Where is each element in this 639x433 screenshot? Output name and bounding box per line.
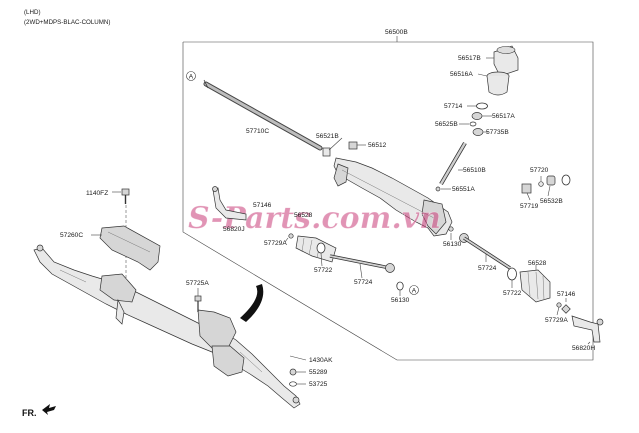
nut-right-part	[561, 304, 571, 314]
label-1430AK: 1430AK	[309, 357, 333, 364]
plug-part	[348, 141, 358, 150]
bolt-part	[121, 188, 130, 204]
plug-right-part	[546, 175, 556, 186]
label-57720: 57720	[530, 167, 549, 174]
band-right-part	[507, 267, 517, 281]
oring-part	[469, 121, 477, 127]
header-variant: (2WD+MDPS-BLAC-COLUMN)	[24, 19, 110, 26]
clip-left-part	[288, 233, 294, 239]
label-55289: 55289	[309, 369, 328, 376]
small-pin-part	[538, 181, 544, 187]
ring-right-part	[561, 174, 571, 186]
label-57725A: 57725A	[186, 280, 209, 287]
assembly-box: 56500B	[182, 29, 594, 361]
label-57722a: 57722	[314, 267, 333, 274]
label-57729Aa: 57729A	[264, 240, 287, 247]
label-56512: 56512	[368, 142, 387, 149]
tie-rod-end-left-part	[212, 186, 247, 221]
label-57724a: 57724	[354, 279, 373, 286]
washer-right-part	[448, 226, 454, 232]
label-56532B: 56532B	[540, 198, 563, 205]
label-57146a: 57146	[253, 202, 272, 209]
label-56525B: 56525B	[435, 121, 458, 128]
cap-part	[493, 45, 519, 77]
front-arrow-icon	[42, 404, 56, 415]
label-57146b: 57146	[557, 291, 576, 298]
heat-shield-part	[99, 225, 161, 271]
label-57729Ab: 57729A	[545, 317, 568, 324]
pin-part	[435, 186, 441, 192]
cap-nut-part	[289, 368, 297, 376]
bush-part	[322, 147, 331, 157]
header-lhd: (LHD)	[24, 9, 41, 16]
label-1140FZ: 1140FZ	[86, 190, 108, 197]
ref-marker-a-bottom: A	[409, 285, 419, 295]
spring-part	[471, 112, 483, 120]
yoke-part	[486, 71, 510, 96]
label-57735B: 57735B	[486, 129, 509, 136]
assembled-rack-part	[33, 244, 301, 409]
label-57722b: 57722	[503, 290, 522, 297]
washer-left-part	[396, 281, 404, 291]
label-53725: 53725	[309, 381, 328, 388]
front-direction-label: FR.	[22, 408, 37, 418]
label-56820J: 56820J	[223, 226, 245, 233]
right-nut-part	[521, 183, 532, 194]
label-56130a: 56130	[391, 297, 410, 304]
cotter-part	[289, 381, 297, 387]
gear-housing-part	[333, 157, 453, 237]
label-56516A: 56516A	[450, 71, 473, 78]
clip-right-part	[556, 302, 562, 308]
mount-bolt-part	[194, 295, 202, 312]
label-57724b: 57724	[478, 265, 497, 272]
label-56551A: 56551A	[452, 186, 475, 193]
tie-rod-end-right-part	[571, 315, 604, 343]
label-57260C: 57260C	[60, 232, 83, 239]
assembly-arrow-icon	[240, 284, 264, 322]
boot-right-part	[519, 269, 551, 303]
label-57710C: 57710C	[246, 128, 269, 135]
label-56500B: 56500B	[385, 29, 408, 36]
band-left-part	[316, 242, 326, 254]
label-56130b: 56130	[443, 241, 462, 248]
label-56510B: 56510B	[463, 167, 486, 174]
inner-tie-rod-left-part	[329, 254, 395, 273]
svg-text:A: A	[189, 74, 194, 81]
label-57714: 57714	[444, 103, 463, 110]
label-57719: 57719	[520, 203, 539, 210]
label-56820H: 56820H	[572, 345, 595, 352]
label-56521B: 56521B	[316, 133, 339, 140]
ref-marker-a-top: A	[186, 71, 196, 81]
label-56517A: 56517A	[492, 113, 515, 120]
pinion-part	[439, 141, 467, 186]
label-56517B: 56517B	[458, 55, 481, 62]
inner-rack-part	[203, 79, 323, 151]
washer-part	[476, 102, 488, 110]
label-56528a: 56528	[294, 212, 313, 219]
nut-part	[472, 128, 484, 136]
label-56528b: 56528	[528, 260, 547, 267]
svg-text:A: A	[412, 288, 417, 295]
boot-left-part	[295, 235, 337, 263]
inner-tie-rod-right-part	[459, 233, 511, 270]
